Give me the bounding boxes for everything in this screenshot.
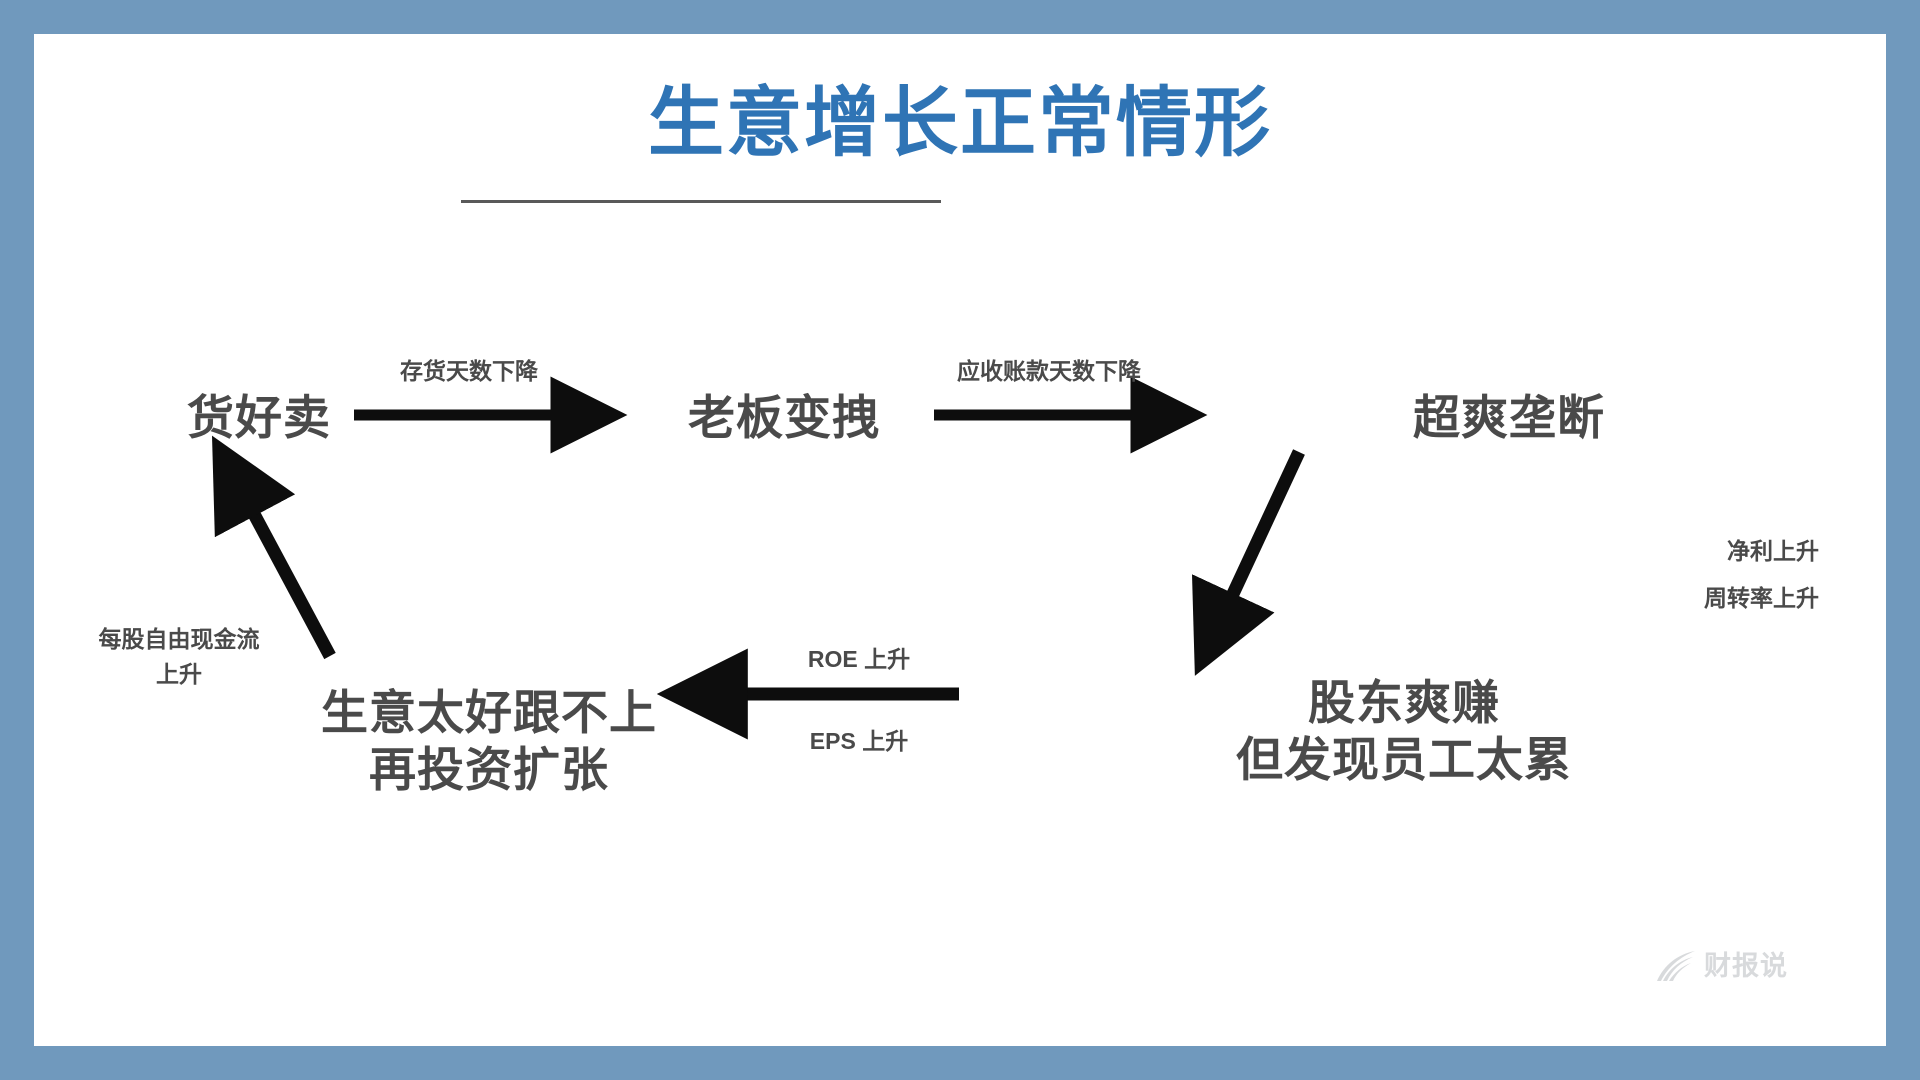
node-shareholders-earn[interactable]: 股东爽赚 但发现员工太累 — [1194, 674, 1614, 789]
title-divider — [461, 200, 941, 203]
node-shareholders-earn-line1: 股东爽赚 — [1308, 676, 1500, 729]
node-boss-gets-tough-line1: 老板变拽 — [688, 391, 880, 444]
slide-canvas: 生意增长正常情形 — [34, 34, 1886, 1046]
node-boss-gets-tough[interactable]: 老板变拽 — [659, 389, 909, 446]
watermark-text: 财报说 — [1704, 950, 1788, 981]
page-title: 生意增长正常情形 — [648, 81, 1272, 166]
node-shareholders-earn-line2: 但发现员工太累 — [1236, 733, 1572, 787]
node-goods-sell-well-line1: 货好卖 — [187, 391, 331, 444]
node-super-monopoly[interactable]: 超爽垄断 — [1384, 389, 1634, 446]
node-super-monopoly-line1: 超爽垄断 — [1413, 391, 1605, 444]
edge-label-fcf-per-share: 每股自由现金流 — [98, 626, 260, 652]
edge-label-roe-up: ROE 上升 — [807, 646, 911, 672]
swoosh-logo-icon — [1657, 951, 1695, 981]
watermark: 财报说 — [1654, 940, 1854, 992]
edge-label-eps-up: EPS 上升 — [809, 728, 909, 754]
node-business-too-good[interactable]: 生意太好跟不上 再投资扩张 — [289, 684, 689, 799]
edge-label-fcf-per-share-line2: 上升 — [156, 661, 202, 687]
edge-label-inventory-days: 存货天数下降 — [400, 358, 538, 384]
edge-label-turnover-up: 周转率上升 — [1704, 585, 1819, 611]
edge-label-receivable-days: 应收账款天数下降 — [957, 358, 1141, 384]
edge-label-net-profit-up: 净利上升 — [1727, 538, 1819, 564]
arrow-monopoly-to-shareholders — [1191, 449, 1305, 676]
node-business-too-good-line1: 生意太好跟不上 — [321, 686, 657, 739]
node-goods-sell-well[interactable]: 货好卖 — [164, 389, 354, 446]
node-business-too-good-line2: 再投资扩张 — [369, 743, 609, 797]
